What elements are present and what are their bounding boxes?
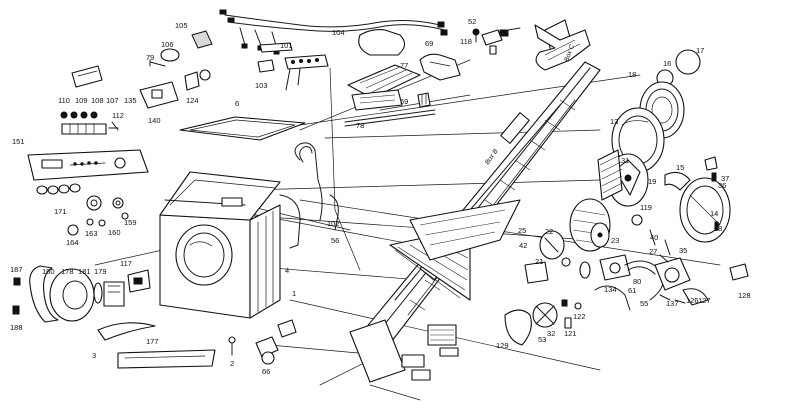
tag-box-b: Box B	[484, 147, 500, 166]
label-59: 59	[400, 97, 408, 106]
label-124: 124	[186, 96, 199, 105]
label-78: 78	[356, 121, 364, 130]
label-178: 178	[61, 267, 74, 276]
label-1: 1	[292, 289, 296, 298]
label-14: 14	[710, 209, 718, 218]
label-177: 177	[146, 337, 159, 346]
label-110: 110	[58, 96, 70, 105]
label-69: 69	[425, 39, 433, 48]
label-19: 19	[648, 177, 656, 186]
label-160: 160	[108, 228, 121, 237]
label-102: 102	[327, 219, 340, 228]
label-31: 31	[621, 156, 629, 165]
box-c-bracket	[534, 24, 591, 71]
label-106: 106	[161, 40, 174, 49]
label-32: 32	[547, 329, 555, 338]
label-119: 119	[640, 203, 652, 212]
label-188: 188	[10, 323, 23, 332]
label-17: 17	[696, 46, 704, 55]
label-4: 4	[285, 266, 289, 275]
label-122: 122	[573, 312, 586, 321]
label-126: 126	[686, 296, 699, 305]
label-25: 25	[518, 226, 526, 235]
label-187: 187	[10, 265, 23, 274]
label-55: 55	[640, 299, 648, 308]
label-105: 105	[175, 21, 188, 30]
label-179: 179	[94, 267, 107, 276]
label-27: 27	[649, 247, 657, 256]
label-107: 107	[106, 96, 119, 105]
terminal-block-101	[257, 54, 329, 91]
label-121: 121	[564, 329, 577, 338]
label-42: 42	[519, 241, 527, 250]
label-23: 23	[611, 236, 619, 245]
label-77: 77	[400, 61, 408, 70]
bottom-plate-frame	[349, 19, 601, 383]
label-13: 13	[610, 117, 618, 126]
label-18: 18	[628, 70, 636, 79]
label-15: 15	[676, 163, 684, 172]
label-171: 171	[54, 207, 67, 216]
wire-harness	[219, 9, 448, 55]
label-164: 164	[66, 238, 79, 247]
label-137: 137	[666, 299, 679, 308]
door-assembly	[12, 265, 151, 323]
label-128: 128	[738, 291, 751, 300]
inlet-valve	[472, 27, 521, 55]
hoses	[259, 42, 339, 249]
label-22: 22	[545, 227, 553, 236]
label-52: 52	[468, 17, 476, 26]
label-79: 79	[146, 53, 154, 62]
label-140: 140	[148, 116, 161, 125]
label-104: 104	[332, 28, 345, 37]
label-163: 163	[85, 229, 98, 238]
label-129: 129	[496, 341, 509, 350]
label-37: 37	[721, 174, 729, 183]
label-61: 61	[628, 286, 636, 295]
label-3: 3	[92, 351, 96, 360]
label-101: 101	[280, 41, 293, 50]
label-21: 21	[535, 257, 543, 266]
small-parts-left	[36, 30, 213, 236]
bottom-parts	[97, 319, 297, 369]
label-40: 40	[650, 233, 658, 242]
label-16: 16	[663, 59, 671, 68]
drum-tub-assembly	[504, 49, 749, 346]
washer-cabinet	[159, 116, 306, 319]
label-134: 134	[604, 285, 617, 294]
label-36: 36	[718, 181, 726, 190]
label-151: 151	[12, 137, 25, 146]
control-panel	[27, 149, 149, 181]
label-118: 118	[460, 37, 472, 46]
part-number-labels: 1 2 3 4 6 13 14 15 16 17 18 19 21 22 23 …	[10, 17, 751, 376]
label-80: 80	[633, 277, 641, 286]
label-53: 53	[538, 335, 546, 344]
label-109: 109	[75, 96, 88, 105]
label-181: 181	[78, 267, 91, 276]
label-56: 56	[331, 236, 339, 245]
label-117: 117	[120, 259, 132, 268]
label-135: 135	[124, 96, 137, 105]
label-66: 66	[262, 367, 270, 376]
label-103: 103	[255, 81, 268, 90]
label-159: 159	[124, 218, 137, 227]
label-38: 38	[714, 224, 722, 233]
label-6: 6	[235, 99, 239, 108]
label-35: 35	[679, 246, 687, 255]
label-2: 2	[230, 359, 234, 368]
label-180: 180	[42, 267, 55, 276]
label-127: 127	[698, 296, 711, 305]
label-108: 108	[91, 96, 104, 105]
label-112: 112	[112, 111, 124, 120]
dispenser-parts	[344, 29, 461, 127]
